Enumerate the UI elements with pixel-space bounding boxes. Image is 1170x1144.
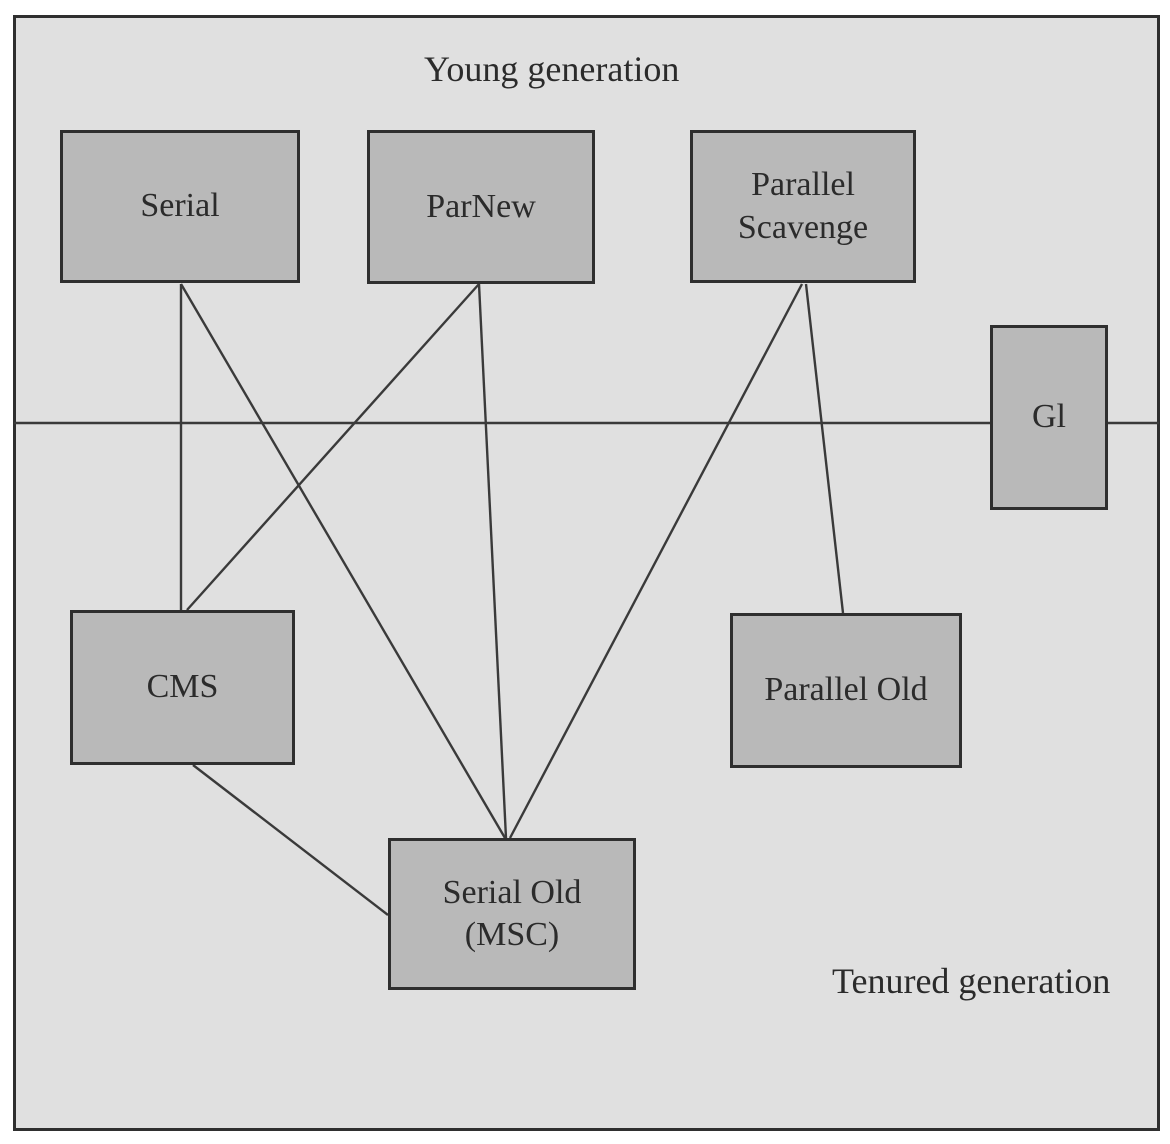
node-serial-old-label: Serial Old (MSC) [442,873,582,954]
node-parallel-scavenge: Parallel Scavenge [690,130,916,283]
node-serial-old: Serial Old (MSC) [388,838,636,990]
node-parnew-label: ParNew [426,187,536,225]
node-parallel-scavenge-label: Parallel Scavenge [737,166,869,246]
node-parnew: ParNew [367,130,595,284]
node-serial: Serial [60,130,300,283]
node-parallel-old-label: Parallel Old [764,671,928,709]
node-serial-label: Serial [140,187,220,225]
tenured-generation-label: Tenured generation [832,961,1111,1001]
node-parallel-old: Parallel Old [730,613,962,768]
node-cms: CMS [70,610,295,765]
node-g1: Gl [990,325,1108,510]
node-g1-label: Gl [1032,398,1066,436]
node-cms-label: CMS [146,668,219,706]
young-generation-label: Young generation [424,49,680,89]
